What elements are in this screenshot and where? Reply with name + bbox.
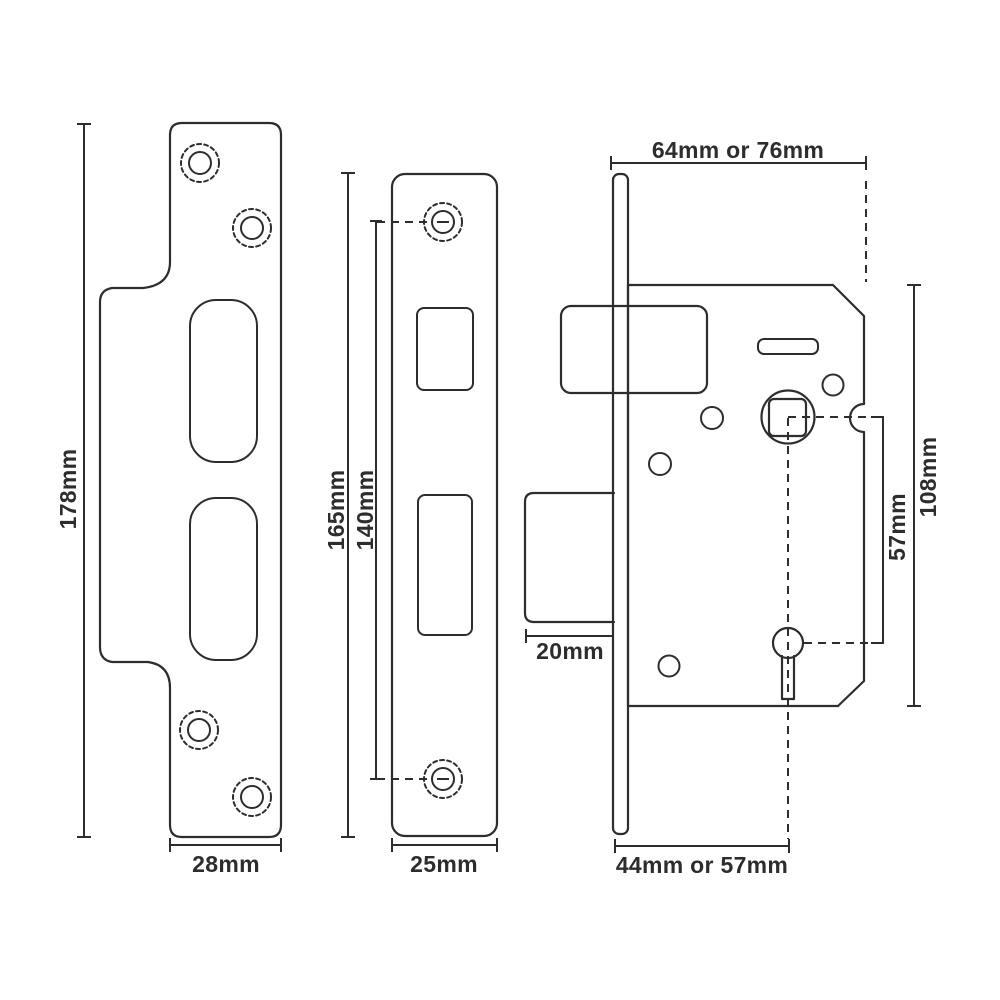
dim-spindle-to-keyhole: 57mm <box>788 416 910 644</box>
strike-screw-hole-bottom-left <box>179 710 219 750</box>
case-hole-lower-left <box>648 452 672 476</box>
dim-label-strike-height: 178mm <box>55 449 81 530</box>
lock-case-outline <box>626 283 866 708</box>
strike-plate-view <box>98 121 283 839</box>
dim-backset: 44mm or 57mm <box>614 418 790 878</box>
screw-hole-circle <box>187 718 211 742</box>
dim-label-case-height: 108mm <box>915 437 941 518</box>
screw-hole-circle <box>240 216 264 240</box>
dim-bolt-throw: 20mm <box>525 629 613 664</box>
deadbolt <box>523 491 616 624</box>
screw-hole-circle <box>188 151 212 175</box>
faceplate-screw-hole-bottom <box>423 759 463 799</box>
dimension-annotations: 178mm 28mm 165mm 140mm <box>55 123 941 878</box>
dim-label-backset: 44mm or 57mm <box>616 852 788 878</box>
dim-bracket <box>871 416 884 644</box>
dim-strike-width: 28mm <box>169 838 282 877</box>
dim-case-length: 64mm or 76mm <box>610 137 867 282</box>
countersink-circle <box>232 208 272 248</box>
case-hole-bottom-left <box>657 654 681 678</box>
dim-case-height: 108mm <box>907 284 941 707</box>
dim-strike-height: 178mm <box>55 123 91 838</box>
strike-screw-hole-top-left <box>180 143 220 183</box>
faceplate-latch-aperture <box>416 307 474 391</box>
lock-faceplate-strip <box>611 172 630 836</box>
dim-label-bolt-throw: 20mm <box>536 638 604 664</box>
case-hole-mid-left <box>700 406 724 430</box>
strike-screw-hole-bottom-right <box>232 777 272 817</box>
latch-bolt <box>559 304 709 395</box>
dim-label-hole-spacing: 140mm <box>352 470 378 551</box>
screw-hole-circle <box>240 785 264 809</box>
dim-label-spindle-keyhole: 57mm <box>884 493 910 561</box>
faceplate-deadbolt-aperture <box>417 494 473 636</box>
faceplate-outline <box>390 172 499 838</box>
strike-latch-slot <box>189 299 258 463</box>
dim-label-strike-width: 28mm <box>192 851 260 877</box>
dim-faceplate-height: 165mm <box>323 172 355 838</box>
dim-label-case-length: 64mm or 76mm <box>652 137 824 163</box>
dim-label-faceplate-height: 165mm <box>323 470 349 551</box>
case-slot <box>757 338 819 355</box>
countersink-circle <box>180 143 220 183</box>
screw-hole-circle <box>431 767 455 791</box>
countersink-circle <box>232 777 272 817</box>
dim-label-faceplate-width: 25mm <box>410 851 478 877</box>
lock-case-view <box>523 172 866 836</box>
strike-plate-outline <box>98 121 283 839</box>
follower-circle <box>760 389 816 445</box>
strike-deadbolt-slot <box>189 497 258 661</box>
spindle-square-hole <box>767 397 808 438</box>
countersink-circle <box>179 710 219 750</box>
strike-screw-hole-top-right <box>232 208 272 248</box>
dim-faceplate-width: 25mm <box>391 838 498 877</box>
dim-faceplate-hole-spacing: 140mm <box>352 220 429 780</box>
screw-hole-circle <box>431 210 455 234</box>
faceplate-screw-hole-top <box>423 202 463 242</box>
case-hole-top-right <box>821 373 845 397</box>
faceplate-view <box>390 172 499 838</box>
